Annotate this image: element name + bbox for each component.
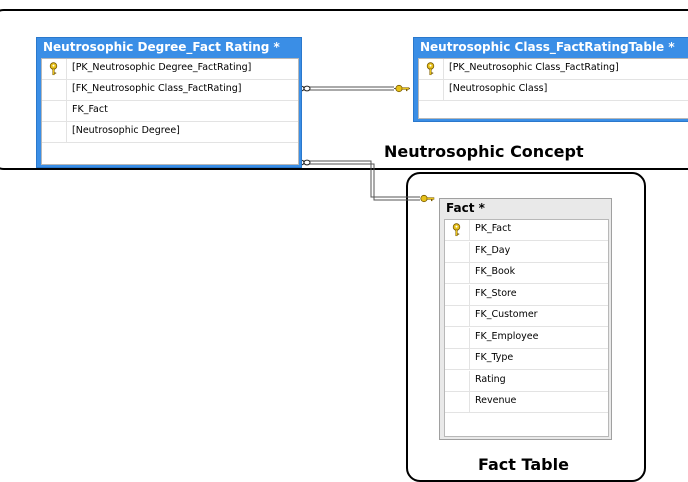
field-name: [Neutrosophic Class] [449, 83, 548, 94]
field-row[interactable]: Rating [445, 370, 608, 392]
fact-table-label: Fact Table [478, 455, 569, 474]
table-neutrosophic-degree-fact-rating[interactable]: Neutrosophic Degree_Fact Rating * [PK_Ne… [36, 37, 302, 168]
field-name: FK_Book [475, 266, 516, 277]
table-neutrosophic-class-factratingtable[interactable]: Neutrosophic Class_FactRatingTable * [PK… [413, 37, 688, 122]
row-selector[interactable] [445, 349, 470, 369]
table-title[interactable]: Fact * [446, 201, 485, 215]
field-name: FK_Store [475, 287, 517, 299]
field-name: FK_Customer [475, 309, 538, 320]
field-name: [PK_Neutrosophic Class_FactRating] [449, 62, 619, 73]
table-fact[interactable]: Fact * PK_Fact FK_Day FK_Book FK_Store [439, 198, 612, 440]
field-row[interactable]: FK_Store [445, 284, 608, 306]
row-selector[interactable] [445, 392, 470, 412]
neutrosophic-concept-group [0, 9, 688, 170]
field-row[interactable]: [PK_Neutrosophic Class_FactRating] [419, 59, 688, 80]
field-name: FK_Fact [72, 104, 108, 115]
field-row[interactable]: [PK_Neutrosophic Degree_FactRating] [42, 59, 298, 80]
field-name: Revenue [475, 395, 517, 406]
field-row[interactable]: PK_Fact [445, 220, 608, 241]
table-body: [PK_Neutrosophic Degree_FactRating] [FK_… [41, 58, 299, 165]
table-title[interactable]: Neutrosophic Degree_Fact Rating * [43, 40, 280, 54]
field-row[interactable]: [Neutrosophic Class] [419, 80, 688, 101]
field-row[interactable]: FK_Customer [445, 306, 608, 327]
table-body: PK_Fact FK_Day FK_Book FK_Store FK_Custo… [444, 219, 609, 437]
field-row[interactable]: [FK_Neutrosophic Class_FactRating] [42, 80, 298, 101]
field-name: Rating [475, 373, 506, 385]
row-selector[interactable] [445, 306, 470, 326]
field-row[interactable]: FK_Fact [42, 101, 298, 122]
field-row[interactable]: FK_Type [445, 349, 608, 370]
row-selector[interactable] [445, 263, 470, 283]
field-name: [Neutrosophic Degree] [72, 125, 180, 136]
neutrosophic-concept-label: Neutrosophic Concept [384, 142, 584, 161]
row-selector[interactable] [445, 284, 470, 305]
row-selector[interactable] [445, 220, 470, 240]
primary-key-icon [49, 62, 58, 76]
field-row[interactable]: FK_Book [445, 263, 608, 284]
row-selector[interactable] [419, 59, 444, 79]
field-name: FK_Type [475, 352, 514, 363]
field-name: [FK_Neutrosophic Class_FactRating] [72, 83, 242, 94]
row-selector[interactable] [42, 80, 67, 100]
row-selector[interactable] [42, 122, 67, 142]
table-body: [PK_Neutrosophic Class_FactRating] [Neut… [418, 58, 688, 119]
key-icon [395, 84, 410, 93]
row-selector[interactable] [42, 59, 67, 79]
field-name: FK_Employee [475, 330, 539, 342]
row-selector[interactable] [445, 327, 470, 348]
field-row[interactable]: Revenue [445, 392, 608, 413]
field-name: FK_Day [475, 244, 511, 256]
field-row[interactable]: FK_Day [445, 241, 608, 263]
table-title[interactable]: Neutrosophic Class_FactRatingTable * [420, 40, 675, 54]
row-selector[interactable] [42, 101, 67, 121]
row-selector[interactable] [419, 80, 444, 100]
primary-key-icon [452, 223, 461, 237]
relationship-degree-fact [298, 160, 420, 201]
primary-key-icon [426, 62, 435, 76]
relationship-degree-class [298, 86, 410, 91]
row-selector[interactable] [445, 370, 470, 391]
field-row[interactable]: [Neutrosophic Degree] [42, 122, 298, 143]
field-name: PK_Fact [475, 223, 512, 234]
row-selector[interactable] [445, 241, 470, 262]
field-row[interactable]: FK_Employee [445, 327, 608, 349]
field-name: [PK_Neutrosophic Degree_FactRating] [72, 62, 252, 73]
key-icon [420, 194, 435, 203]
